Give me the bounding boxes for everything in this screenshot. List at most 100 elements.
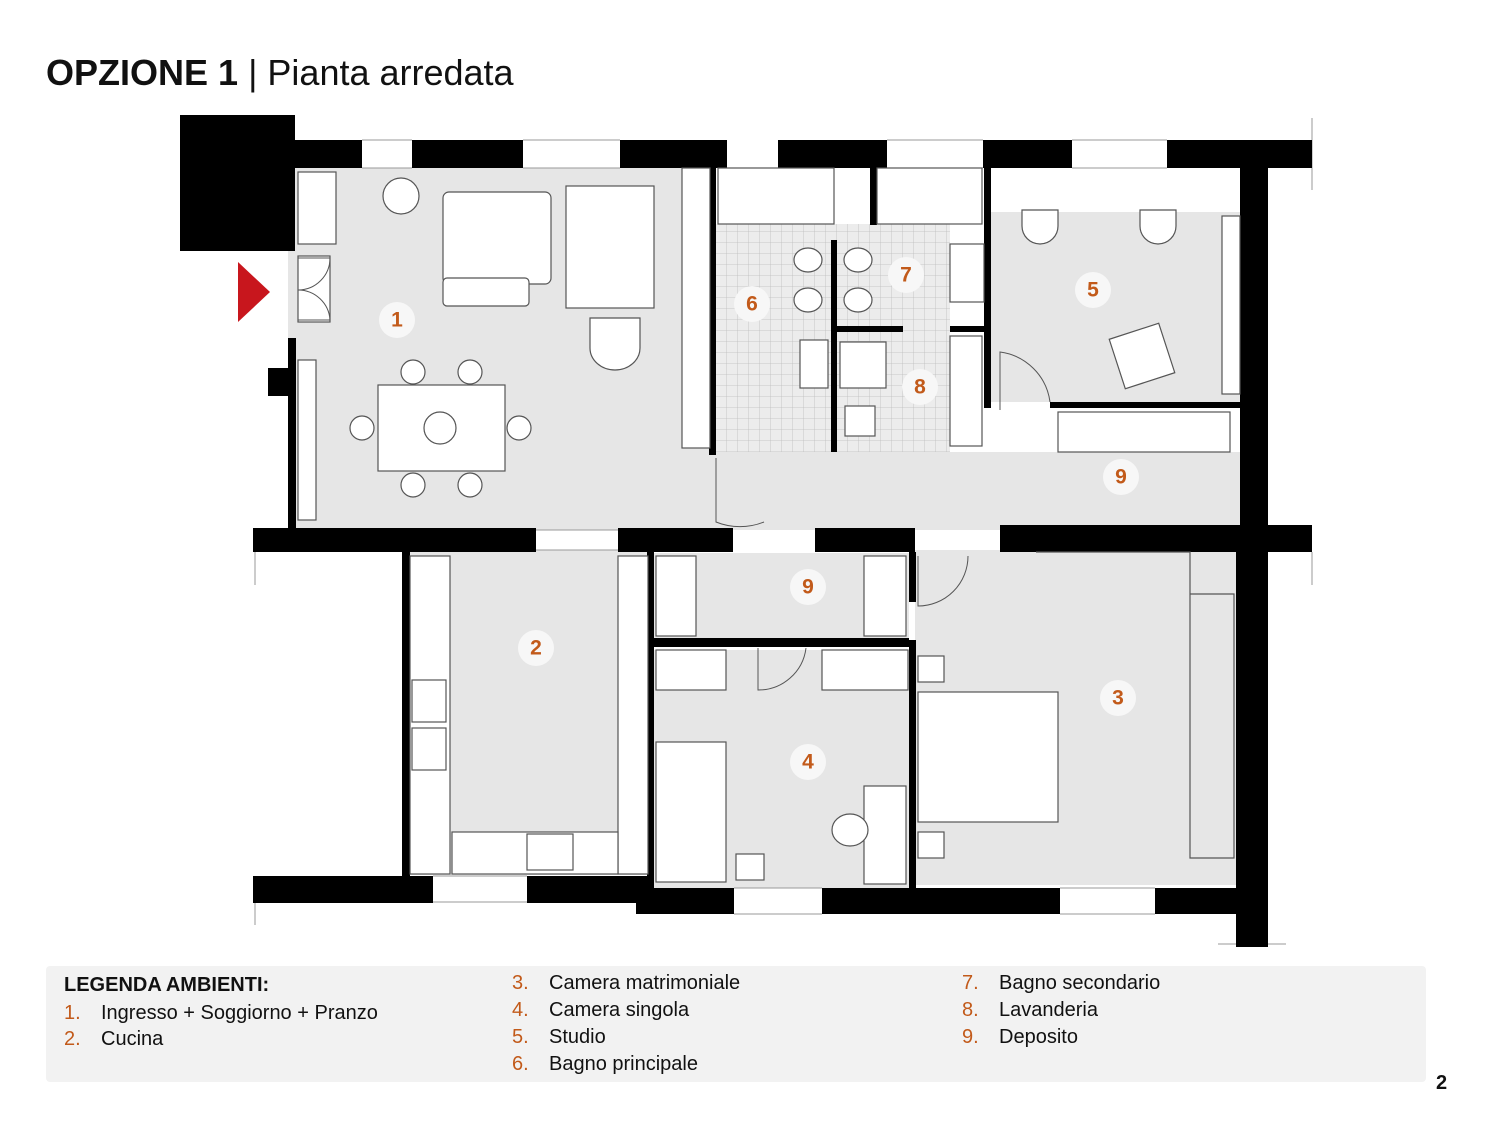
sink-secondary (949, 243, 985, 303)
door-master (917, 555, 969, 607)
room-9-badge-lower: 9 (790, 569, 826, 605)
shower-secondary (876, 167, 983, 225)
room-4-number: 4 (802, 751, 814, 774)
dryer (844, 405, 876, 437)
door-entrance-2 (297, 289, 331, 321)
room-9-badge-upper: 9 (1103, 459, 1139, 495)
storage-cabinet-left (655, 555, 697, 637)
legend-item: 1. Ingresso + Soggiorno + Pranzo (64, 1002, 378, 1025)
legend-item-label: Deposito (999, 1026, 1078, 1048)
legend-item-number: 8. (962, 999, 979, 1021)
room-2-badge: 2 (518, 630, 554, 666)
armchair (589, 317, 641, 371)
desk-chair (831, 813, 869, 847)
room-8-badge: 8 (902, 369, 938, 405)
cooktop (526, 833, 574, 871)
legend-item-label: Camera singola (549, 999, 690, 1021)
room-8-number: 8 (914, 376, 926, 399)
storage-cabinets-upper (1057, 411, 1231, 453)
single-desk (863, 785, 907, 885)
bath-tub-area (717, 167, 835, 225)
legend-item: 7. Bagno secondario (962, 972, 1160, 995)
chimney-block (180, 115, 295, 251)
legend-item: 3.Camera matrimoniale (512, 972, 740, 995)
double-bed (917, 691, 1059, 823)
tv-cabinet (681, 167, 711, 449)
room-6-number: 6 (746, 293, 758, 316)
kitchen-sink-1 (411, 679, 447, 723)
legend-item-number: 7. (962, 972, 979, 994)
legend-item-label: Bagno principale (549, 1053, 698, 1075)
room-9-number-lower: 9 (802, 576, 814, 599)
legend-item-label: Studio (549, 1026, 606, 1048)
nightstand-bottom (917, 831, 945, 859)
room-legend: LEGENDA AMBIENTI: 1. Ingresso + Soggiorno… (46, 966, 1426, 1082)
legend-title: LEGENDA AMBIENTI: (64, 974, 270, 996)
kitchen-counter-right (617, 555, 649, 875)
legend-item-number: 6. (512, 1053, 529, 1075)
room-7-number: 7 (900, 264, 912, 287)
sofa (442, 191, 552, 285)
bidet-secondary (843, 247, 873, 273)
floor-corridor (713, 452, 1240, 530)
storage-cabinet-right (863, 555, 907, 637)
legend-item-label: Cucina (101, 1028, 164, 1050)
entrance-arrow-icon (238, 262, 270, 322)
legend-item-number: 5. (512, 1026, 529, 1048)
rug (565, 185, 655, 309)
legend-item-number: 1. (64, 1002, 81, 1024)
toilet-secondary (843, 287, 873, 313)
door-corridor (715, 458, 765, 528)
legend-item: 9. Deposito (962, 1026, 1078, 1049)
bidet (793, 247, 823, 273)
pendant-lamp (423, 411, 457, 445)
studio-desk-chair (1108, 322, 1176, 390)
room-3-number: 3 (1112, 687, 1124, 710)
legend-item-number: 4. (512, 999, 529, 1021)
single-bed (655, 741, 727, 883)
legend-item: 6. Bagno principale (512, 1053, 698, 1076)
legend-item: 5. Studio (512, 1026, 606, 1049)
side-table (382, 177, 420, 215)
wardrobe-right (821, 649, 909, 691)
page-title: OPZIONE 1 | Pianta arredata (46, 52, 514, 94)
studio-lamp-1 (1021, 209, 1059, 245)
legend-item: 2. Cucina (64, 1028, 163, 1051)
bookshelf (297, 359, 317, 521)
legend-item-label: Ingresso + Soggiorno + Pranzo (101, 1002, 378, 1024)
shoe-cabinet (297, 171, 337, 245)
furniture (297, 167, 1241, 885)
legend-item: 4. Camera singola (512, 999, 689, 1022)
legend-item-label: Lavanderia (999, 999, 1098, 1021)
page-number: 2 (1436, 1072, 1448, 1094)
sink-main (799, 339, 829, 389)
legend-item-label: Bagno secondario (999, 972, 1161, 994)
door-studio (999, 351, 1051, 410)
studio-lamp-2 (1139, 209, 1177, 245)
room-5-number: 5 (1087, 279, 1099, 302)
legend-item-number: 2. (64, 1028, 81, 1050)
washing-machine (839, 341, 887, 389)
entrance-door-frame (297, 255, 331, 323)
room-4-badge: 4 (790, 744, 826, 780)
room-3-badge: 3 (1100, 680, 1136, 716)
outline-lines (254, 118, 1313, 945)
floor-studio (990, 212, 1240, 402)
wardrobe-left (655, 649, 727, 691)
room-6-badge: 6 (734, 286, 770, 322)
room-7-badge: 7 (888, 257, 924, 293)
toilet-main (793, 287, 823, 313)
master-wardrobe (1036, 551, 1235, 859)
legend-item-number: 9. (962, 1026, 979, 1048)
legend-item-label: Camera matrimoniale (549, 972, 741, 994)
room-2-number: 2 (530, 637, 542, 660)
nightstand-top (917, 655, 945, 683)
doors (297, 257, 1051, 691)
legend-item: 8. Lavanderia (962, 999, 1098, 1022)
room-1-badge: 1 (379, 302, 415, 338)
floor-plan: 1 2 3 4 5 6 7 8 9 9 (180, 115, 1313, 947)
door-entrance-1 (297, 257, 331, 291)
room-5-badge: 5 (1075, 272, 1111, 308)
door-single (757, 647, 807, 691)
studio-shelf (1221, 215, 1241, 395)
